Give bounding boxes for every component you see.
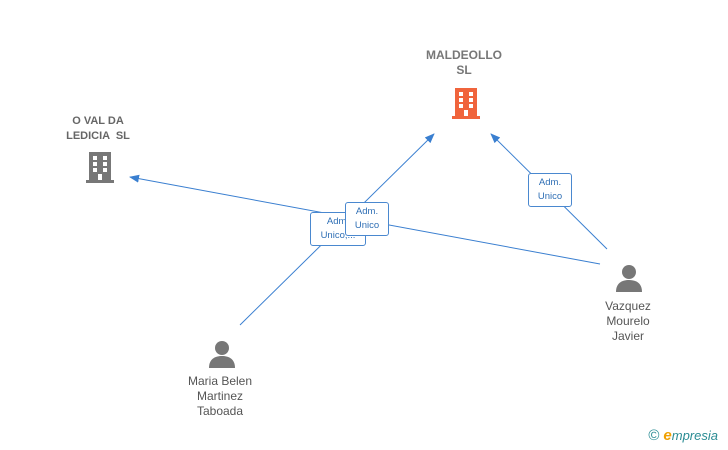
company-maldeollo-name-line2: SL [456, 63, 472, 77]
person-maria-belen-martinez-taboada-name[interactable]: Maria Belen Martinez Taboada [168, 374, 272, 419]
company-maldeollo-name-line1: MALDEOLLO [426, 48, 502, 62]
person-vazquez-name-line1: Vazquez [605, 299, 651, 313]
company-o-val-da-ledicia-name-line1: O VAL DA [72, 115, 124, 127]
company-o-val-da-ledicia-name-line2: LEDICIA SL [66, 130, 130, 142]
edge-label-line1: Adm. [326, 216, 350, 227]
edge-label-maria-to-maldeollo[interactable]: Adm. Unico [345, 202, 389, 236]
person-icon[interactable] [207, 339, 237, 369]
brand-name: mpresia [671, 428, 718, 443]
person-maria-name-line3: Taboada [196, 404, 244, 418]
empresia-watermark: ©empresia [648, 427, 718, 444]
edge-label-line2: Unico,... [320, 230, 356, 241]
edge-label-line1: Adm. [355, 206, 379, 217]
company-o-val-da-ledicia-name[interactable]: O VAL DA LEDICIA SL [50, 114, 146, 144]
person-maria-name-line1: Maria Belen [187, 374, 253, 388]
building-icon[interactable] [84, 150, 116, 184]
building-icon[interactable] [450, 86, 482, 120]
edge-label-vazquez-to-maldeollo[interactable]: Adm. Unico [528, 173, 572, 207]
person-vazquez-mourelo-javier-name[interactable]: Vazquez Mourelo Javier [578, 299, 678, 344]
company-maldeollo-name[interactable]: MALDEOLLO SL [414, 48, 514, 78]
edge-label-line2: Unico [537, 191, 563, 202]
copyright-symbol: © [648, 427, 660, 444]
edge-label-line1: Adm. [538, 177, 562, 188]
person-maria-name-line2: Martinez [196, 389, 243, 403]
person-vazquez-name-line3: Javier [611, 329, 644, 343]
edge-label-line2: Unico [354, 220, 380, 231]
brand-initial: e [663, 427, 672, 444]
person-vazquez-name-line2: Mourelo [606, 314, 650, 328]
person-icon[interactable] [614, 263, 644, 293]
